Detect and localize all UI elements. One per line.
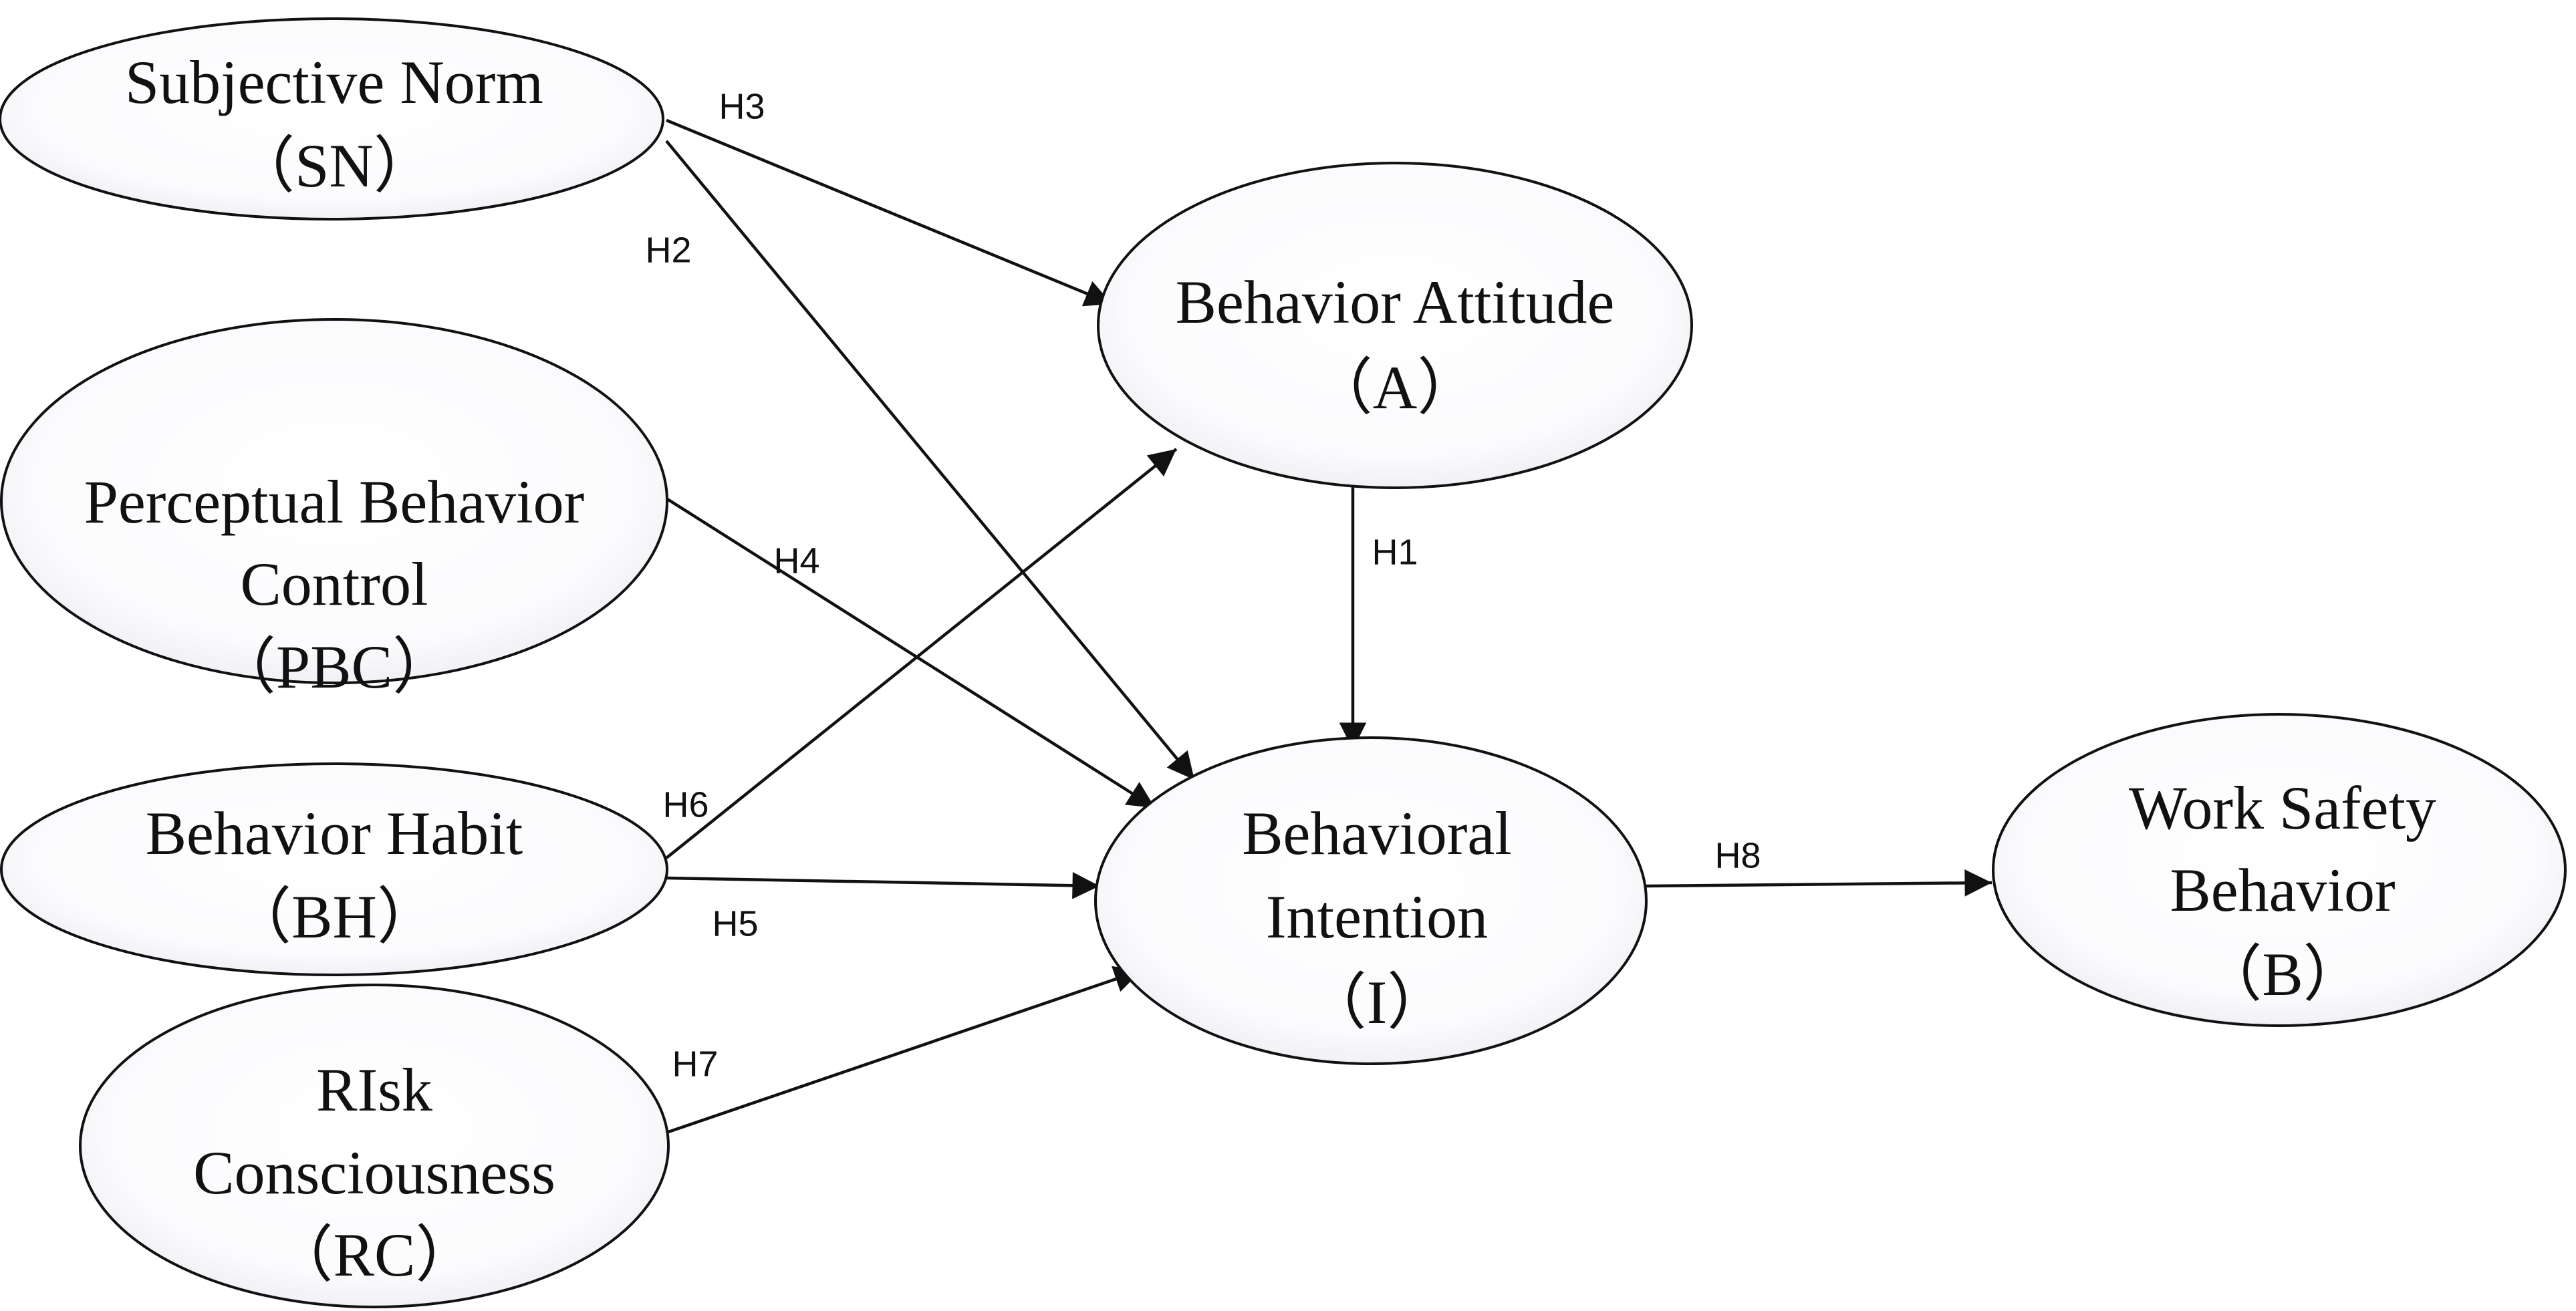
node-label-sn-line-0: Subjective Norm — [125, 48, 543, 116]
node-label-i-line-0: Behavioral — [1242, 799, 1512, 867]
node-ellipse-rc — [79, 984, 670, 1308]
node-label-sn-line-1: （SN） — [233, 132, 435, 200]
edge-label-h6: H6 — [662, 784, 709, 825]
edge-label-h7: H7 — [672, 1044, 718, 1084]
node-sn: Subjective Norm （SN） — [0, 17, 664, 221]
node-label-rc-line-0: RIsk — [316, 1056, 432, 1124]
nodes-layer: Subjective Norm （SN） Perceptual BehaviorCo… — [0, 17, 2567, 1308]
edge-arrow-pbc-i — [665, 497, 1156, 809]
node-label-b-line-0: Work Safety — [2129, 774, 2436, 842]
edge-arrow-i-b — [1646, 869, 1992, 897]
edges-layer — [665, 118, 1992, 1135]
node-label-b-line-1: Behavior — [2170, 856, 2395, 924]
node-label-pbc-line-0: Perceptual Behavior — [84, 468, 585, 536]
node-label-i-line-2: （I） — [1305, 968, 1449, 1036]
node-label-a-line-1: （A） — [1311, 353, 1478, 422]
node-label-bh-line-1: （BH） — [230, 883, 438, 951]
node-ellipse-sn — [0, 17, 664, 221]
edge-label-h2: H2 — [645, 230, 691, 270]
node-ellipse-i — [1094, 736, 1648, 1065]
edge-arrow-rc-i — [666, 966, 1142, 1135]
node-label-rc-line-1: Consciousness — [193, 1139, 555, 1207]
node-ellipse-a — [1097, 162, 1693, 489]
node-ellipse-pbc — [0, 318, 668, 684]
edge-arrow-sn-i — [665, 140, 1196, 781]
node-label-i-line-1: Intention — [1266, 883, 1488, 951]
node-ellipse-bh — [0, 762, 668, 976]
edge-label-h5: H5 — [712, 903, 758, 943]
node-ellipse-b — [1992, 713, 2567, 1027]
edge-arrow-bh-i — [666, 872, 1100, 899]
node-label-rc-line-2: （RC） — [272, 1221, 477, 1289]
edge-arrow-bh-a — [665, 448, 1178, 859]
node-label-pbc-line-1: Control — [240, 550, 428, 618]
node-label-bh-line-0: Behavior Habit — [146, 799, 523, 867]
edge-arrow-sn-a — [666, 118, 1113, 307]
edge-label-h3: H3 — [719, 86, 765, 126]
node-label-pbc-line-2: （PBC） — [215, 633, 454, 701]
node-label-a-line-0: Behavior Attitude — [1176, 268, 1615, 336]
node-label-b-line-2: （B） — [2200, 940, 2364, 1008]
edge-label-h4: H4 — [773, 541, 819, 581]
edge-label-h8: H8 — [1714, 835, 1761, 875]
edge-label-h1: H1 — [1372, 532, 1418, 572]
node-bh: Behavior Habit （BH） — [0, 762, 668, 976]
node-a: Behavior Attitude （A） — [1097, 162, 1693, 489]
